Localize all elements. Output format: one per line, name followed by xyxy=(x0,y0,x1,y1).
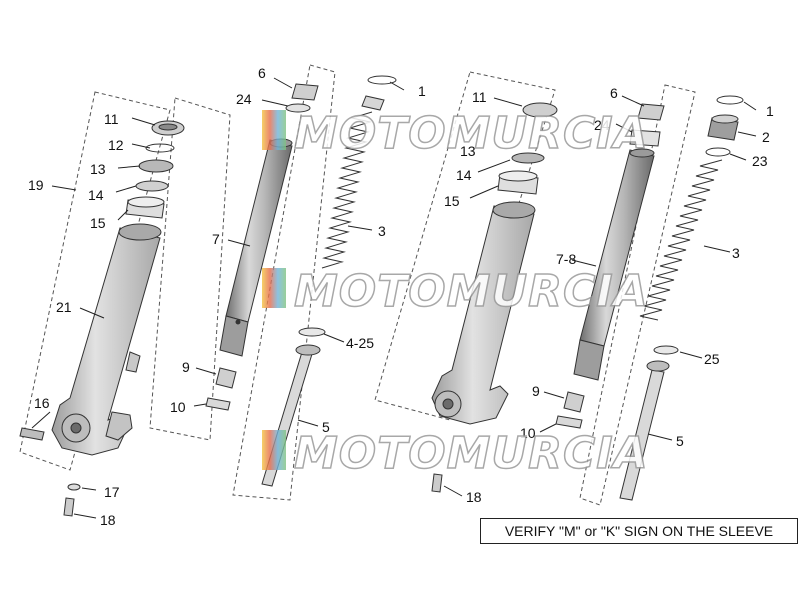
callout-r13: 13 xyxy=(460,143,476,159)
callout-r14: 14 xyxy=(456,167,472,183)
r-o-ring-1 xyxy=(716,95,744,105)
watermark-text-middle: MOTOMURCIA xyxy=(294,266,649,317)
callout-l19: 19 xyxy=(28,177,44,193)
callout-l17: 17 xyxy=(104,484,120,500)
watermark-text-top: MOTOMURCIA xyxy=(294,108,649,159)
watermark-top: MOTOMURCIA xyxy=(262,107,649,160)
caliper-mount xyxy=(105,411,133,441)
r-fork-cap-top xyxy=(711,114,739,124)
bush-9 xyxy=(215,367,237,389)
callout-l13: 13 xyxy=(90,161,106,177)
spring-seat xyxy=(361,95,385,111)
callout-r7-8: 7-8 xyxy=(556,251,576,267)
callout-l4-25: 4-25 xyxy=(346,335,374,351)
callout-l15: 15 xyxy=(90,215,106,231)
callout-l11: 11 xyxy=(104,111,119,127)
damper-rod-head xyxy=(295,344,321,356)
callout-l24: 24 xyxy=(236,91,252,107)
watermark-middle: MOTOMURCIA xyxy=(262,265,649,318)
slider-top-ring xyxy=(118,223,162,241)
callout-l5: 5 xyxy=(322,419,330,435)
r-stanchion-bottom xyxy=(573,339,605,381)
dust-seal-inner xyxy=(158,123,178,131)
bolt-18 xyxy=(63,497,75,517)
group-outline-tube xyxy=(149,97,231,441)
verify-sign-note: VERIFY "M" or "K" SIGN ON THE SLEEVE xyxy=(480,518,798,544)
callout-l10: 10 xyxy=(170,399,186,415)
axle-hole xyxy=(70,422,82,434)
watermark-text-bottom: MOTOMURCIA xyxy=(294,428,649,479)
r-axle-hole xyxy=(442,398,454,410)
callout-r1: 1 xyxy=(766,103,774,119)
callout-r3: 3 xyxy=(732,245,740,261)
washer xyxy=(135,180,169,192)
callout-l21: 21 xyxy=(56,299,72,315)
callout-l18: 18 xyxy=(100,512,116,528)
stanchion-port xyxy=(235,319,241,325)
r-o-ring-23 xyxy=(705,147,731,157)
r-bolt-18 xyxy=(431,473,443,493)
callout-r5: 5 xyxy=(676,433,684,449)
bushing-top xyxy=(127,196,165,208)
r-dust-seal xyxy=(522,102,558,118)
callout-l12: 12 xyxy=(108,137,124,153)
callout-r15: 15 xyxy=(444,193,460,209)
right-fork-leg xyxy=(374,71,757,506)
circlip xyxy=(145,143,175,153)
r-bushing-top xyxy=(498,170,538,182)
callout-r2: 2 xyxy=(762,129,770,145)
fork-slider xyxy=(51,227,161,456)
r-washer-25 xyxy=(653,345,679,355)
callout-labels: 1 6 24 11 12 13 14 15 19 7 3 21 4-25 9 1… xyxy=(28,65,774,528)
r-group-outline-slider xyxy=(374,71,556,421)
bolt-16 xyxy=(19,427,45,441)
r-bush-9 xyxy=(563,391,585,413)
callout-r10: 10 xyxy=(520,425,536,441)
r-clip-10 xyxy=(555,415,583,429)
r-stanchion-top xyxy=(629,148,655,158)
callout-l6: 6 xyxy=(258,65,266,81)
callout-r9: 9 xyxy=(532,383,540,399)
r-damper-rod-head xyxy=(646,360,670,372)
callout-l1: 1 xyxy=(418,83,426,99)
callout-r25: 25 xyxy=(704,351,720,367)
callout-r11: 11 xyxy=(472,89,487,105)
callout-l3: 3 xyxy=(378,223,386,239)
watermark-bottom: MOTOMURCIA xyxy=(262,427,649,480)
callout-r24: 24 xyxy=(594,117,610,133)
callout-l14: 14 xyxy=(88,187,104,203)
spring-cap-o-ring xyxy=(367,75,397,85)
callout-r23: 23 xyxy=(752,153,768,169)
r-spacer xyxy=(629,129,661,147)
callout-r6: 6 xyxy=(610,85,618,101)
washer-17 xyxy=(67,483,81,491)
oil-seal xyxy=(138,159,174,173)
group-outline-slider xyxy=(19,91,171,471)
r-fork-spring xyxy=(639,159,723,321)
top-spring-small xyxy=(291,83,319,101)
group-outline-spring xyxy=(232,64,336,501)
slider-fin xyxy=(125,351,141,373)
r-oil-seal xyxy=(511,152,545,164)
r-slider-top-ring xyxy=(492,201,536,219)
callout-l16: 16 xyxy=(34,395,50,411)
stanchion-bottom xyxy=(219,315,249,357)
clip-10 xyxy=(205,397,231,411)
r-fork-slider xyxy=(431,205,535,425)
spacer-washer xyxy=(285,103,311,113)
callout-l9: 9 xyxy=(182,359,190,375)
washer-4-25 xyxy=(298,327,326,337)
r-group-outline-spring xyxy=(579,84,696,506)
callout-r18: 18 xyxy=(466,489,482,505)
r-top-spring-small xyxy=(637,103,665,121)
callout-l7: 7 xyxy=(212,231,220,247)
fork-spring xyxy=(321,111,373,269)
